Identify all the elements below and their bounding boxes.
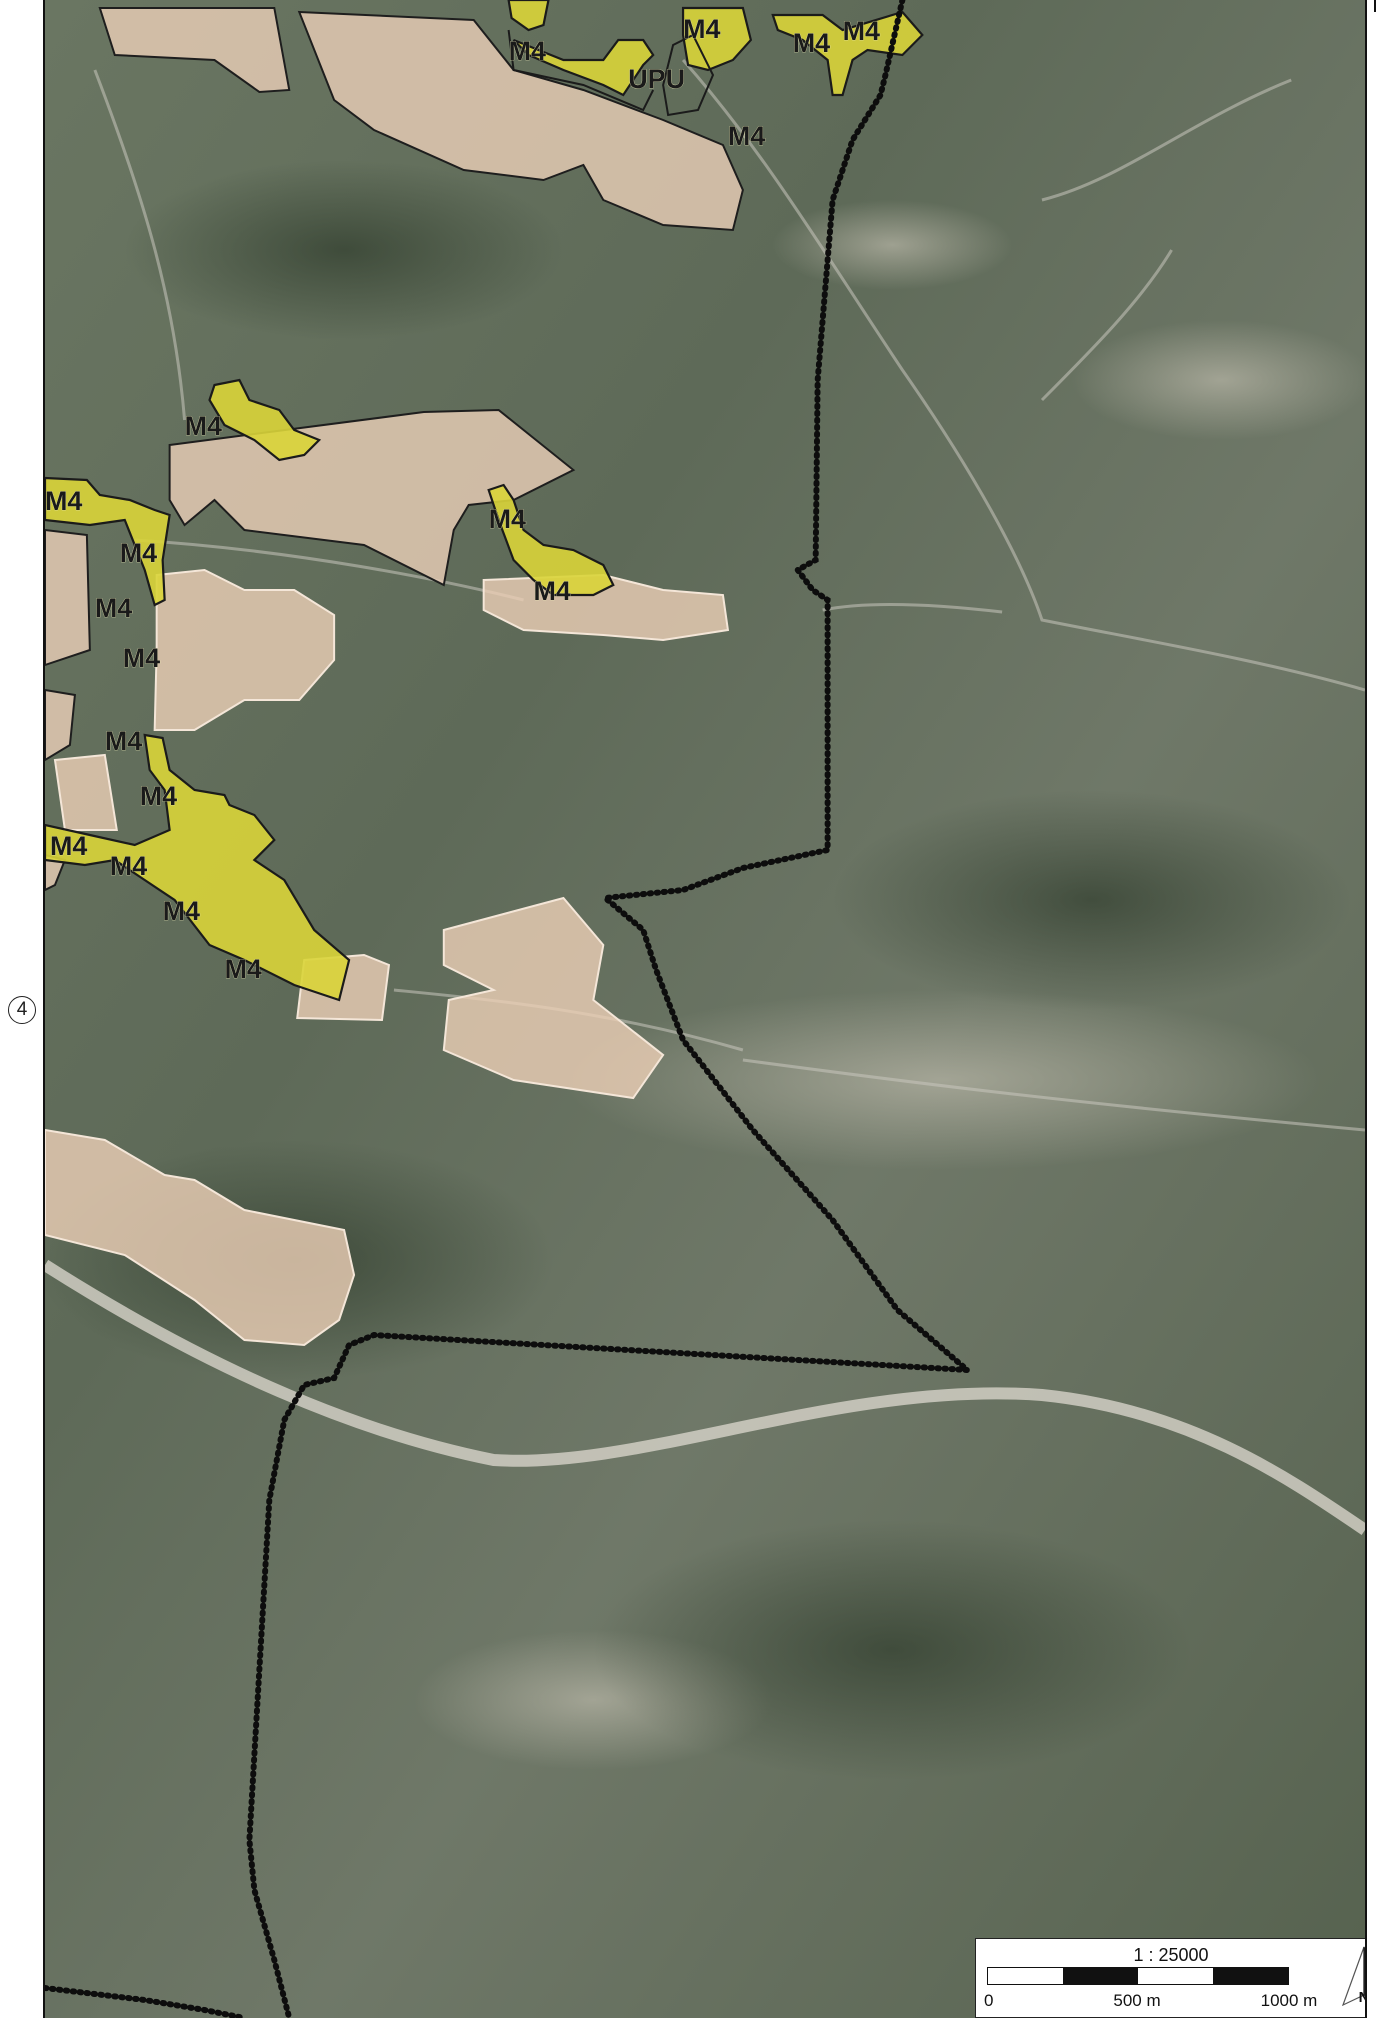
zone-label-m4: M4 [120,538,157,568]
zone-yellow[interactable] [487,483,615,597]
terrain-light-patch [772,200,1013,290]
terrain-dark-patch [832,790,1352,1010]
terrain-light-patch [563,990,1322,1170]
zone-label-m4: M4 [95,593,132,623]
frame-corner-tick [1366,0,1376,12]
zone-beige[interactable] [98,7,291,94]
zone-label-m4: M4 [45,486,82,516]
zone-beige-light[interactable] [153,568,336,731]
track [742,1058,1365,1132]
track [1041,78,1292,202]
north-arrow-icon: N [1331,1945,1365,2015]
north-arrow-shape [1341,1946,1365,2007]
zone-label-m4: M4 [489,504,526,534]
municipal-boundary [246,0,976,2018]
zone-label-m4: M4 [123,643,160,673]
aerial-map[interactable]: M4 M4 M4 M4 UPU M4 M4 M4 M4 M4 M4 M4 M4 … [45,0,1365,2018]
zone-label-m4: M4 [185,411,222,441]
zone-label-m4: M4 [683,14,720,44]
parcel-outline [507,29,655,112]
track [1040,249,1173,402]
zone-yellow[interactable] [45,733,351,1002]
terrain-dark-patch [124,160,564,340]
scale-tick-label: 500 m [1113,1991,1161,2010]
zone-beige-light[interactable] [53,753,118,831]
scale-segment [1063,1968,1138,1984]
zone-label-m4: M4 [509,36,546,66]
municipal-boundary [45,1985,248,2018]
zone-beige[interactable] [45,528,91,667]
zone-label-m4: M4 [105,726,142,756]
map-frame[interactable]: M4 M4 M4 M4 UPU M4 M4 M4 M4 M4 M4 M4 M4 … [43,0,1367,2018]
zone-beige[interactable] [297,10,744,232]
scale-bar [987,1967,1289,1985]
scale-tick-label: 1000 m [1260,1991,1318,2010]
track [822,602,1003,614]
scale-segment [988,1968,1063,1984]
zone-beige-light[interactable] [442,896,665,1100]
sheet-number-marker: 4 [8,996,36,1024]
zone-label-m4: M4 [793,28,830,58]
parcel-outline [662,33,715,117]
zone-yellow[interactable] [507,0,550,32]
zone-label-m4: M4 [224,954,261,984]
terrain-light-patch [1071,320,1365,440]
zone-label-m4: M4 [843,16,880,46]
zone-label-m4: M4 [534,576,571,606]
track [681,59,1365,692]
zone-yellow[interactable] [208,378,322,462]
zone-label-m4: M4 [728,121,765,151]
track [93,69,187,421]
highway [45,1259,1365,1535]
scale-segment [1138,1968,1213,1984]
zone-yellow[interactable] [771,10,924,97]
scale-legend: 1 : 25000 0 500 m 1000 m N [975,1938,1365,2018]
zone-label-m4: M4 [50,831,87,861]
zone-label-m4: M4 [110,851,147,881]
zone-label-upu: UPU [628,64,685,94]
scale-segment [1213,1968,1288,1984]
zone-yellow[interactable] [512,38,655,97]
terrain-dark-patch [593,1520,1192,1780]
scale-tick-label: 0 [984,1991,994,2010]
zone-yellow[interactable] [45,476,171,607]
zone-label-m4: M4 [163,896,200,926]
scale-ratio: 1 : 25000 [1133,1945,1209,1965]
zone-beige[interactable] [45,688,76,762]
zone-beige-light[interactable] [45,1128,356,1347]
north-letter: N [1331,1989,1365,2006]
zone-beige-light[interactable] [482,573,730,642]
zone-label-m4: M4 [140,781,177,811]
